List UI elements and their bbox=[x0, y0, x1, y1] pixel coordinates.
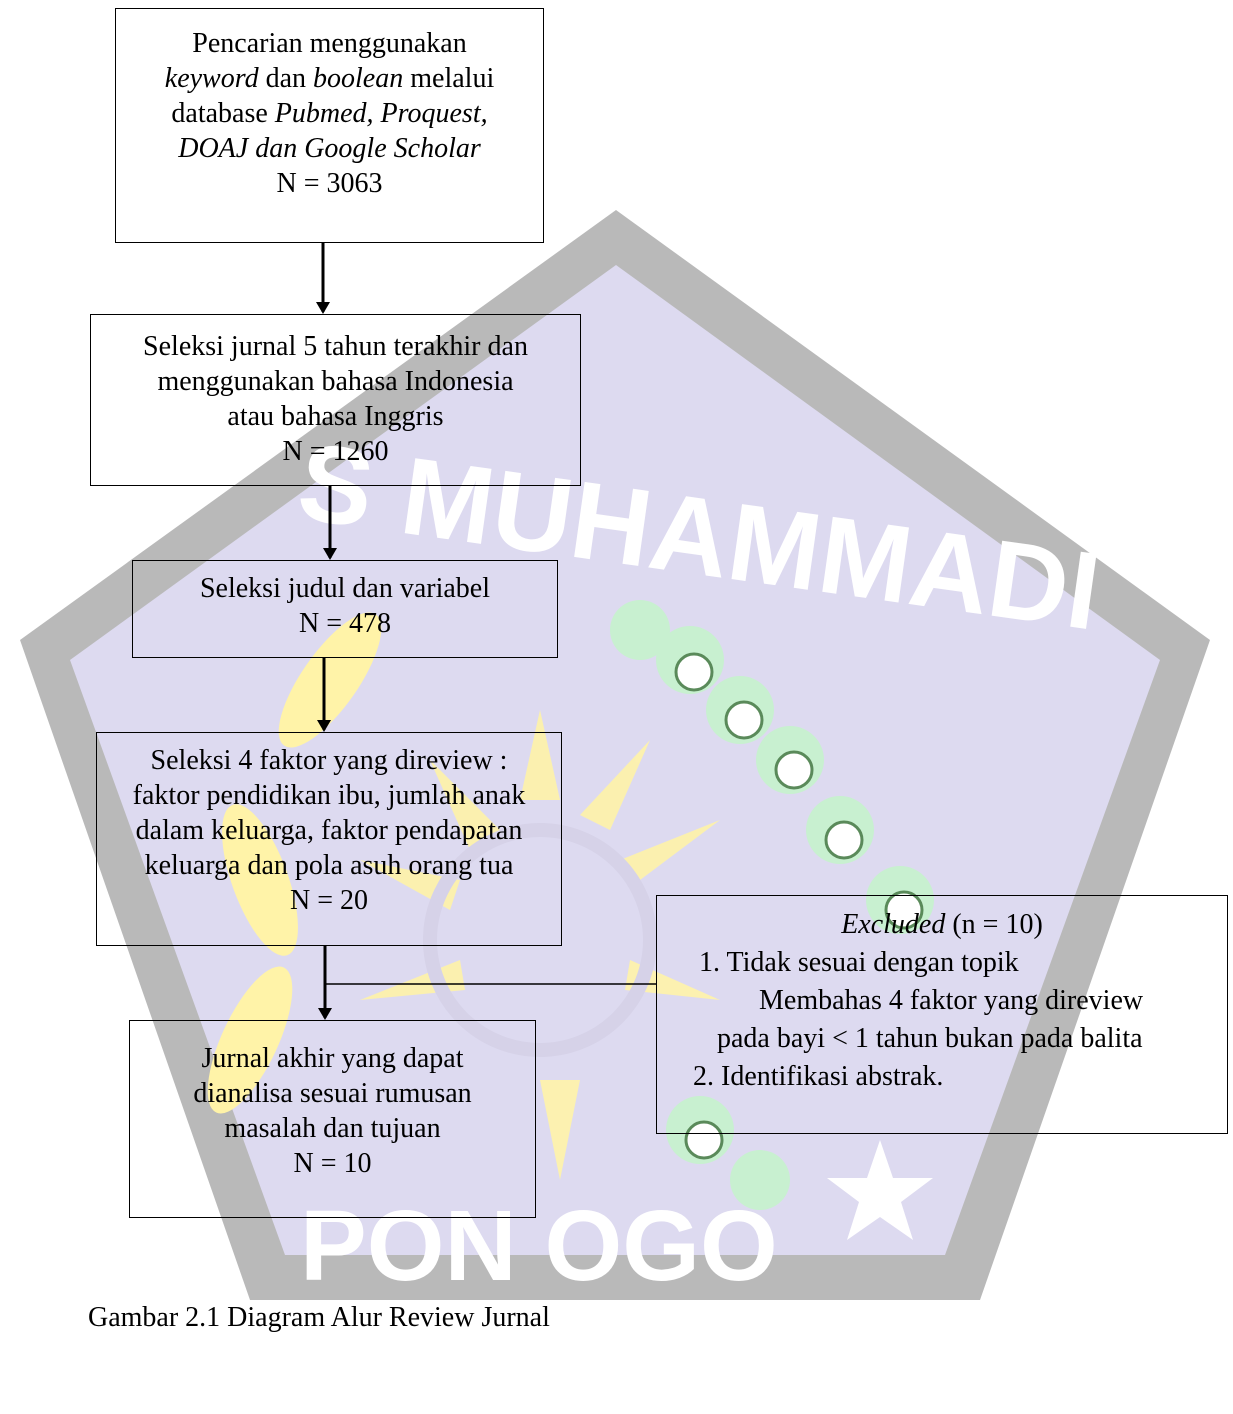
factor-filter-count: N = 20 bbox=[289, 885, 368, 916]
search-box-line2: keyword dan boolean melalui bbox=[164, 63, 495, 94]
title-filter-count: N = 478 bbox=[298, 608, 391, 639]
filter-box-line2: menggunakan bahasa Indonesia bbox=[157, 366, 514, 397]
seal-bottom-text: PON OGO bbox=[300, 1190, 778, 1302]
search-box: Pencarian menggunakan keyword dan boolea… bbox=[115, 8, 544, 243]
figure-caption: Gambar 2.1 Diagram Alur Review Jurnal bbox=[88, 1302, 550, 1333]
filter-box-line1: Seleksi jurnal 5 tahun terakhir dan bbox=[143, 331, 528, 362]
search-box-count: N = 3063 bbox=[276, 168, 383, 199]
search-box-line1: Pencarian menggunakan bbox=[192, 28, 467, 59]
excluded-title: Excluded (n = 10) bbox=[841, 909, 1043, 940]
excluded-item1-detail1: Membahas 4 faktor yang direview bbox=[759, 985, 1144, 1016]
final-box-line2: dianalisa sesuai rumusan bbox=[193, 1078, 472, 1109]
filter-box-line3: atau bahasa Inggris bbox=[227, 401, 444, 432]
flower-heads bbox=[674, 652, 924, 1160]
factor-filter-line2: faktor pendidikan ibu, jumlah anak bbox=[132, 780, 526, 811]
title-filter-line1: Seleksi judul dan variabel bbox=[199, 573, 491, 604]
final-box-line3: masalah dan tujuan bbox=[224, 1113, 441, 1144]
factor-filter-line1: Seleksi 4 faktor yang direview : bbox=[150, 745, 508, 776]
factor-filter-line3: dalam keluarga, faktor pendapatan bbox=[135, 815, 523, 846]
star-decoration bbox=[827, 1140, 933, 1240]
sun-center bbox=[423, 823, 657, 1057]
final-box-count: N = 10 bbox=[293, 1148, 372, 1179]
excluded-box: Excluded (n = 10) 1. Tidak sesuai dengan… bbox=[656, 895, 1228, 1134]
excluded-item1-detail2: pada bayi < 1 tahun bukan pada balita bbox=[717, 1023, 1143, 1054]
excluded-item2: 2. Identifikasi abstrak. bbox=[693, 1061, 944, 1092]
final-box-line1: Jurnal akhir yang dapat bbox=[201, 1043, 464, 1074]
factor-filter-box: Seleksi 4 faktor yang direview : faktor … bbox=[96, 732, 562, 946]
filter-box-count: N = 1260 bbox=[282, 436, 389, 467]
factor-filter-line4: keluarga dan pola asuh orang tua bbox=[144, 850, 514, 881]
search-box-line4: DOAJ dan Google Scholar bbox=[178, 133, 481, 164]
final-journals-box: Jurnal akhir yang dapat dianalisa sesuai… bbox=[129, 1020, 536, 1218]
excluded-item1: 1. Tidak sesuai dengan topik bbox=[699, 947, 1019, 978]
seal-face bbox=[70, 265, 1160, 1255]
leaf-decoration bbox=[207, 612, 382, 1114]
title-variable-filter-box: Seleksi judul dan variabel N = 478 bbox=[132, 560, 558, 658]
year-language-filter-box: Seleksi jurnal 5 tahun terakhir dan meng… bbox=[90, 314, 581, 486]
search-box-line3: database Pubmed, Proquest, bbox=[171, 98, 488, 129]
